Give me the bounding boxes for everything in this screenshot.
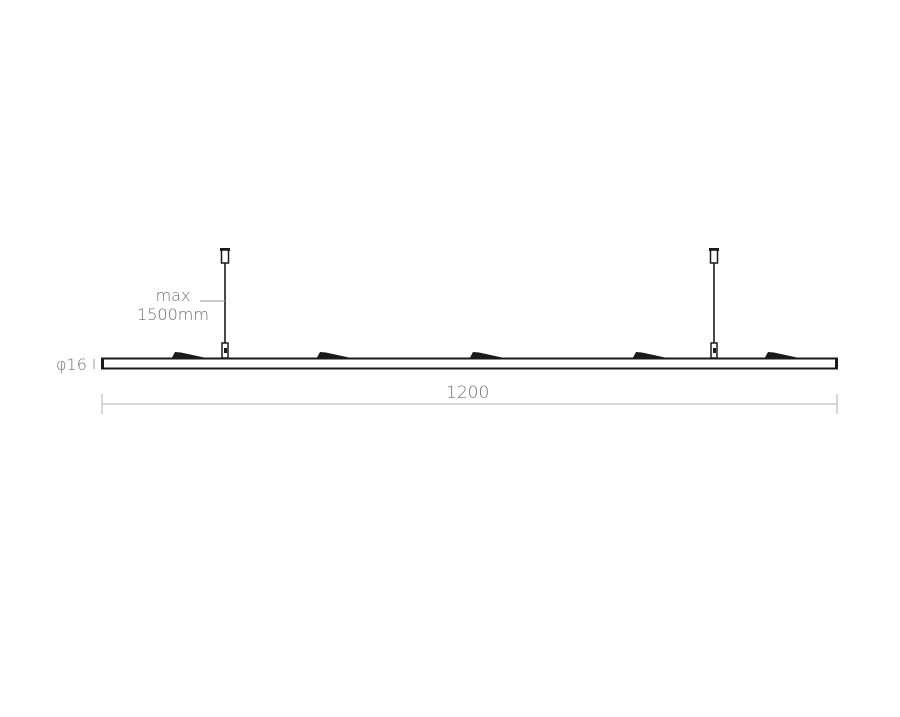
spotlight-2: [317, 352, 349, 358]
spotlight-4: [633, 352, 665, 358]
diameter-label: φ16: [56, 355, 87, 374]
suspension-right: [709, 248, 719, 359]
length-label: 1200: [446, 383, 490, 403]
spotlight-3: [470, 352, 502, 358]
suspension-length-label: max 1500mm: [134, 286, 212, 324]
spotlight-5: [765, 352, 797, 358]
suspension-max-line2: 1500mm: [137, 305, 209, 324]
suspension-max-line1: max: [155, 286, 191, 305]
track-bar: [101, 357, 838, 370]
spotlight-1: [172, 352, 204, 358]
suspension-left: [220, 248, 230, 359]
length-dimension: [101, 394, 838, 414]
spotlights: [172, 352, 797, 358]
